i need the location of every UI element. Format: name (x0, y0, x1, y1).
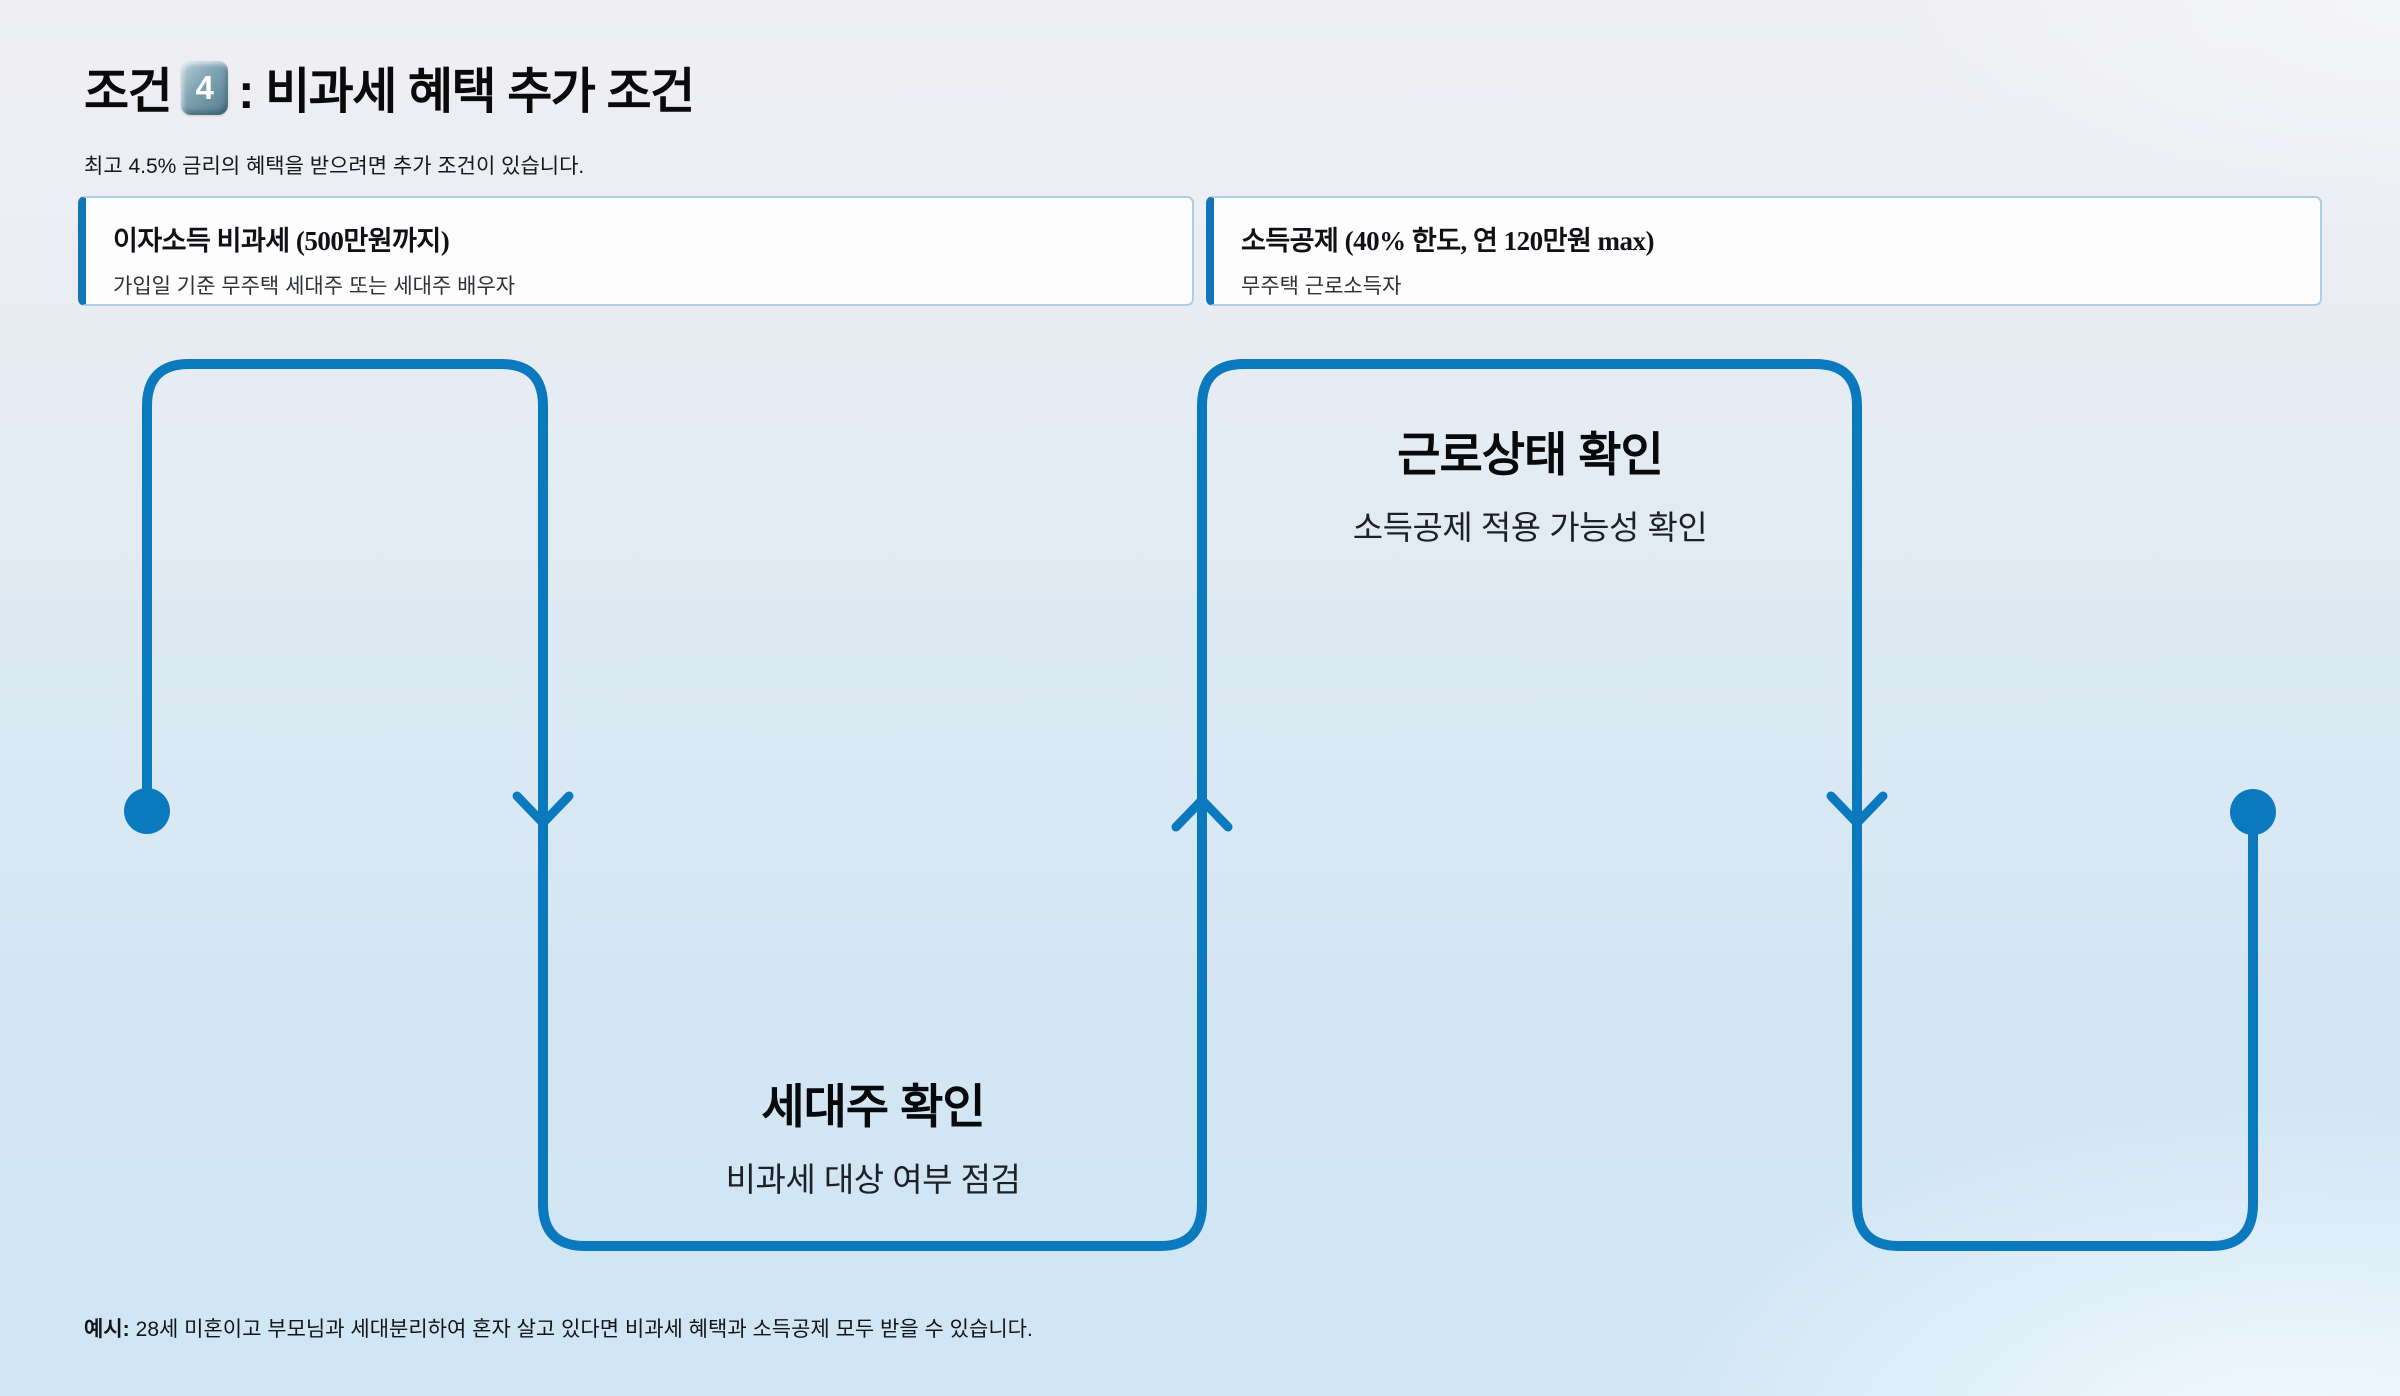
page-title-suffix: : 비과세 혜택 추가 조건 (238, 65, 695, 119)
card-description: 무주택 근로소득자 (1241, 275, 1402, 298)
card-title: 소득공제 (40% 한도, 연 120만원 max) (1241, 226, 1655, 256)
start-dot (124, 788, 170, 834)
example-note: 예시:28세 미혼이고 부모님과 세대분리하여 혼자 살고 있다면 비과세 혜택… (84, 1313, 1033, 1343)
page-title-prefix: 조건 (84, 65, 173, 119)
flow-node-subtitle: 소득공제 적용 가능성 확인 (1352, 509, 1708, 546)
arrow-down-icon (512, 791, 574, 828)
example-text: 28세 미혼이고 부모님과 세대분리하여 혼자 살고 있다면 비과세 혜택과 소… (135, 1318, 1033, 1341)
arrow-down-icon (1826, 791, 1888, 828)
card-title: 이자소득 비과세 (500만원까지) (113, 226, 450, 256)
card-income-deduction: 소득공제 (40% 한도, 연 120만원 max) 무주택 근로소득자 (1206, 196, 2322, 306)
card-interest-tax-exemption: 이자소득 비과세 (500만원까지) 가입일 기준 무주택 세대주 또는 세대주… (78, 196, 1194, 306)
keycap-4-icon: 4 (181, 60, 229, 115)
flow-node-title: 세대주 확인 (761, 1080, 985, 1133)
flow-node-title: 근로상태 확인 (1397, 428, 1664, 481)
flow-node-subtitle: 비과세 대상 여부 점검 (725, 1161, 1021, 1198)
flow-node-householder: 세대주 확인 비과세 대상 여부 점검 (726, 1068, 1021, 1201)
card-description: 가입일 기준 무주택 세대주 또는 세대주 배우자 (113, 275, 516, 298)
page-title: 조건 4 : 비과세 혜택 추가 조건 (84, 52, 695, 123)
header: 조건 4 : 비과세 혜택 추가 조건 (84, 52, 695, 123)
arrow-up-icon (1171, 795, 1233, 832)
page-subtitle: 최고 4.5% 금리의 혜택을 받으려면 추가 조건이 있습니다. (84, 155, 585, 178)
example-label: 예시: (84, 1318, 130, 1341)
end-dot (2230, 789, 2276, 835)
flow-node-work-status: 근로상태 확인 소득공제 적용 가능성 확인 (1352, 416, 1708, 549)
